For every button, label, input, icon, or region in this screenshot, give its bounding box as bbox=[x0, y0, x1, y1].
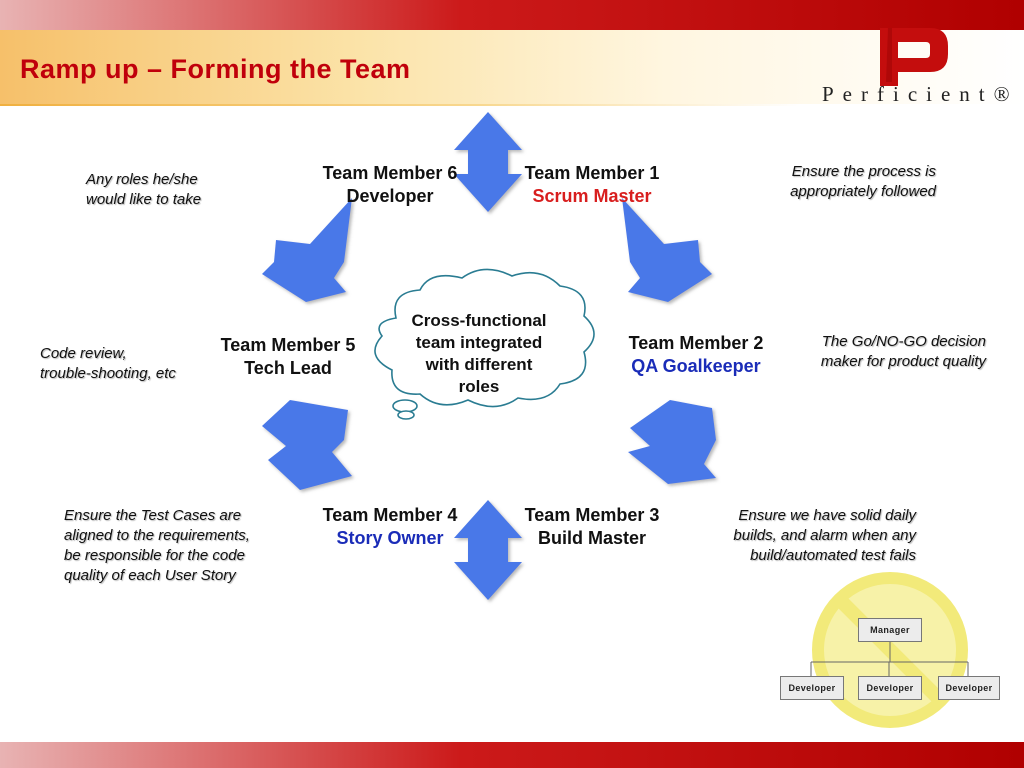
cycle-arrow-bottom bbox=[454, 500, 522, 600]
note-line: quality of each User Story bbox=[64, 567, 236, 584]
member-role: Scrum Master bbox=[532, 186, 652, 206]
note-line: trouble-shooting, etc bbox=[40, 365, 176, 382]
center-line: roles bbox=[458, 377, 500, 396]
member-role: Story Owner bbox=[336, 528, 444, 548]
note-line: Any roles he/she bbox=[86, 171, 198, 188]
team-member-1: Team Member 1 Scrum Master bbox=[502, 162, 682, 208]
member-name: Team Member 5 bbox=[220, 335, 356, 355]
note-member-6: Any roles he/she would like to take bbox=[86, 170, 201, 210]
member-role: Build Master bbox=[537, 528, 647, 548]
title-band bbox=[0, 30, 1024, 104]
note-member-1: Ensure the process is appropriately foll… bbox=[734, 162, 936, 202]
cycle-arrow-top bbox=[454, 112, 522, 212]
cycle-arrow-upper-right bbox=[622, 198, 712, 302]
note-line: builds, and alarm when any bbox=[733, 527, 916, 544]
team-member-3: Team Member 3 Build Master bbox=[502, 504, 682, 550]
note-line: Code review, bbox=[40, 345, 127, 362]
note-member-5: Code review, trouble-shooting, etc bbox=[40, 344, 176, 384]
center-statement: Cross-functional team integrated with di… bbox=[395, 310, 563, 398]
company-logo-text: Perficient® bbox=[822, 82, 1019, 106]
team-member-2: Team Member 2 QA Goalkeeper bbox=[606, 332, 786, 378]
note-line: Ensure we have solid daily bbox=[738, 507, 916, 524]
member-name: Team Member 6 bbox=[322, 163, 458, 183]
title-underline bbox=[0, 104, 800, 106]
team-member-6: Team Member 6 Developer bbox=[300, 162, 480, 208]
member-name: Team Member 2 bbox=[628, 333, 764, 353]
member-name: Team Member 3 bbox=[524, 505, 660, 525]
note-line: build/automated test fails bbox=[750, 547, 916, 564]
center-line: Cross-functional bbox=[411, 311, 547, 330]
org-chart-prohibited bbox=[810, 572, 969, 728]
note-line: would like to take bbox=[86, 191, 202, 208]
member-role: QA Goalkeeper bbox=[631, 356, 761, 376]
center-line: with different bbox=[425, 355, 533, 374]
org-developer-box: Developer bbox=[858, 676, 922, 700]
note-line: appropriately followed bbox=[790, 183, 936, 200]
note-line: aligned to the requirements, bbox=[64, 527, 250, 544]
thought-cloud bbox=[374, 268, 595, 420]
org-manager-box: Manager bbox=[858, 618, 922, 642]
slide-title: Ramp up – Forming the Team bbox=[20, 54, 411, 84]
note-line: be responsible for the code bbox=[64, 547, 245, 564]
note-line: maker for product quality bbox=[820, 353, 986, 370]
perficient-p-logo bbox=[880, 28, 948, 86]
cycle-arrow-lower-right bbox=[628, 400, 716, 484]
bottom-accent-bar bbox=[0, 742, 1024, 768]
note-line: Ensure the Test Cases are bbox=[64, 507, 242, 524]
org-developer-box: Developer bbox=[780, 676, 844, 700]
note-member-2: The Go/NO-GO decision maker for product … bbox=[784, 332, 986, 372]
member-role: Tech Lead bbox=[244, 358, 332, 378]
org-developer-box: Developer bbox=[938, 676, 1000, 700]
note-line: The Go/NO-GO decision bbox=[821, 333, 986, 350]
team-member-4: Team Member 4 Story Owner bbox=[300, 504, 480, 550]
member-name: Team Member 1 bbox=[524, 163, 660, 183]
note-member-3: Ensure we have solid daily builds, and a… bbox=[686, 506, 916, 566]
note-line: Ensure the process is bbox=[791, 163, 936, 180]
center-line: team integrated bbox=[415, 333, 543, 352]
cycle-arrow-upper-left bbox=[262, 198, 352, 302]
team-member-5: Team Member 5 Tech Lead bbox=[198, 334, 378, 380]
note-member-4: Ensure the Test Cases are aligned to the… bbox=[64, 506, 250, 586]
member-name: Team Member 4 bbox=[322, 505, 458, 525]
member-role: Developer bbox=[346, 186, 434, 206]
cycle-arrow-lower-left bbox=[262, 400, 352, 490]
top-accent-bar bbox=[0, 0, 1024, 30]
